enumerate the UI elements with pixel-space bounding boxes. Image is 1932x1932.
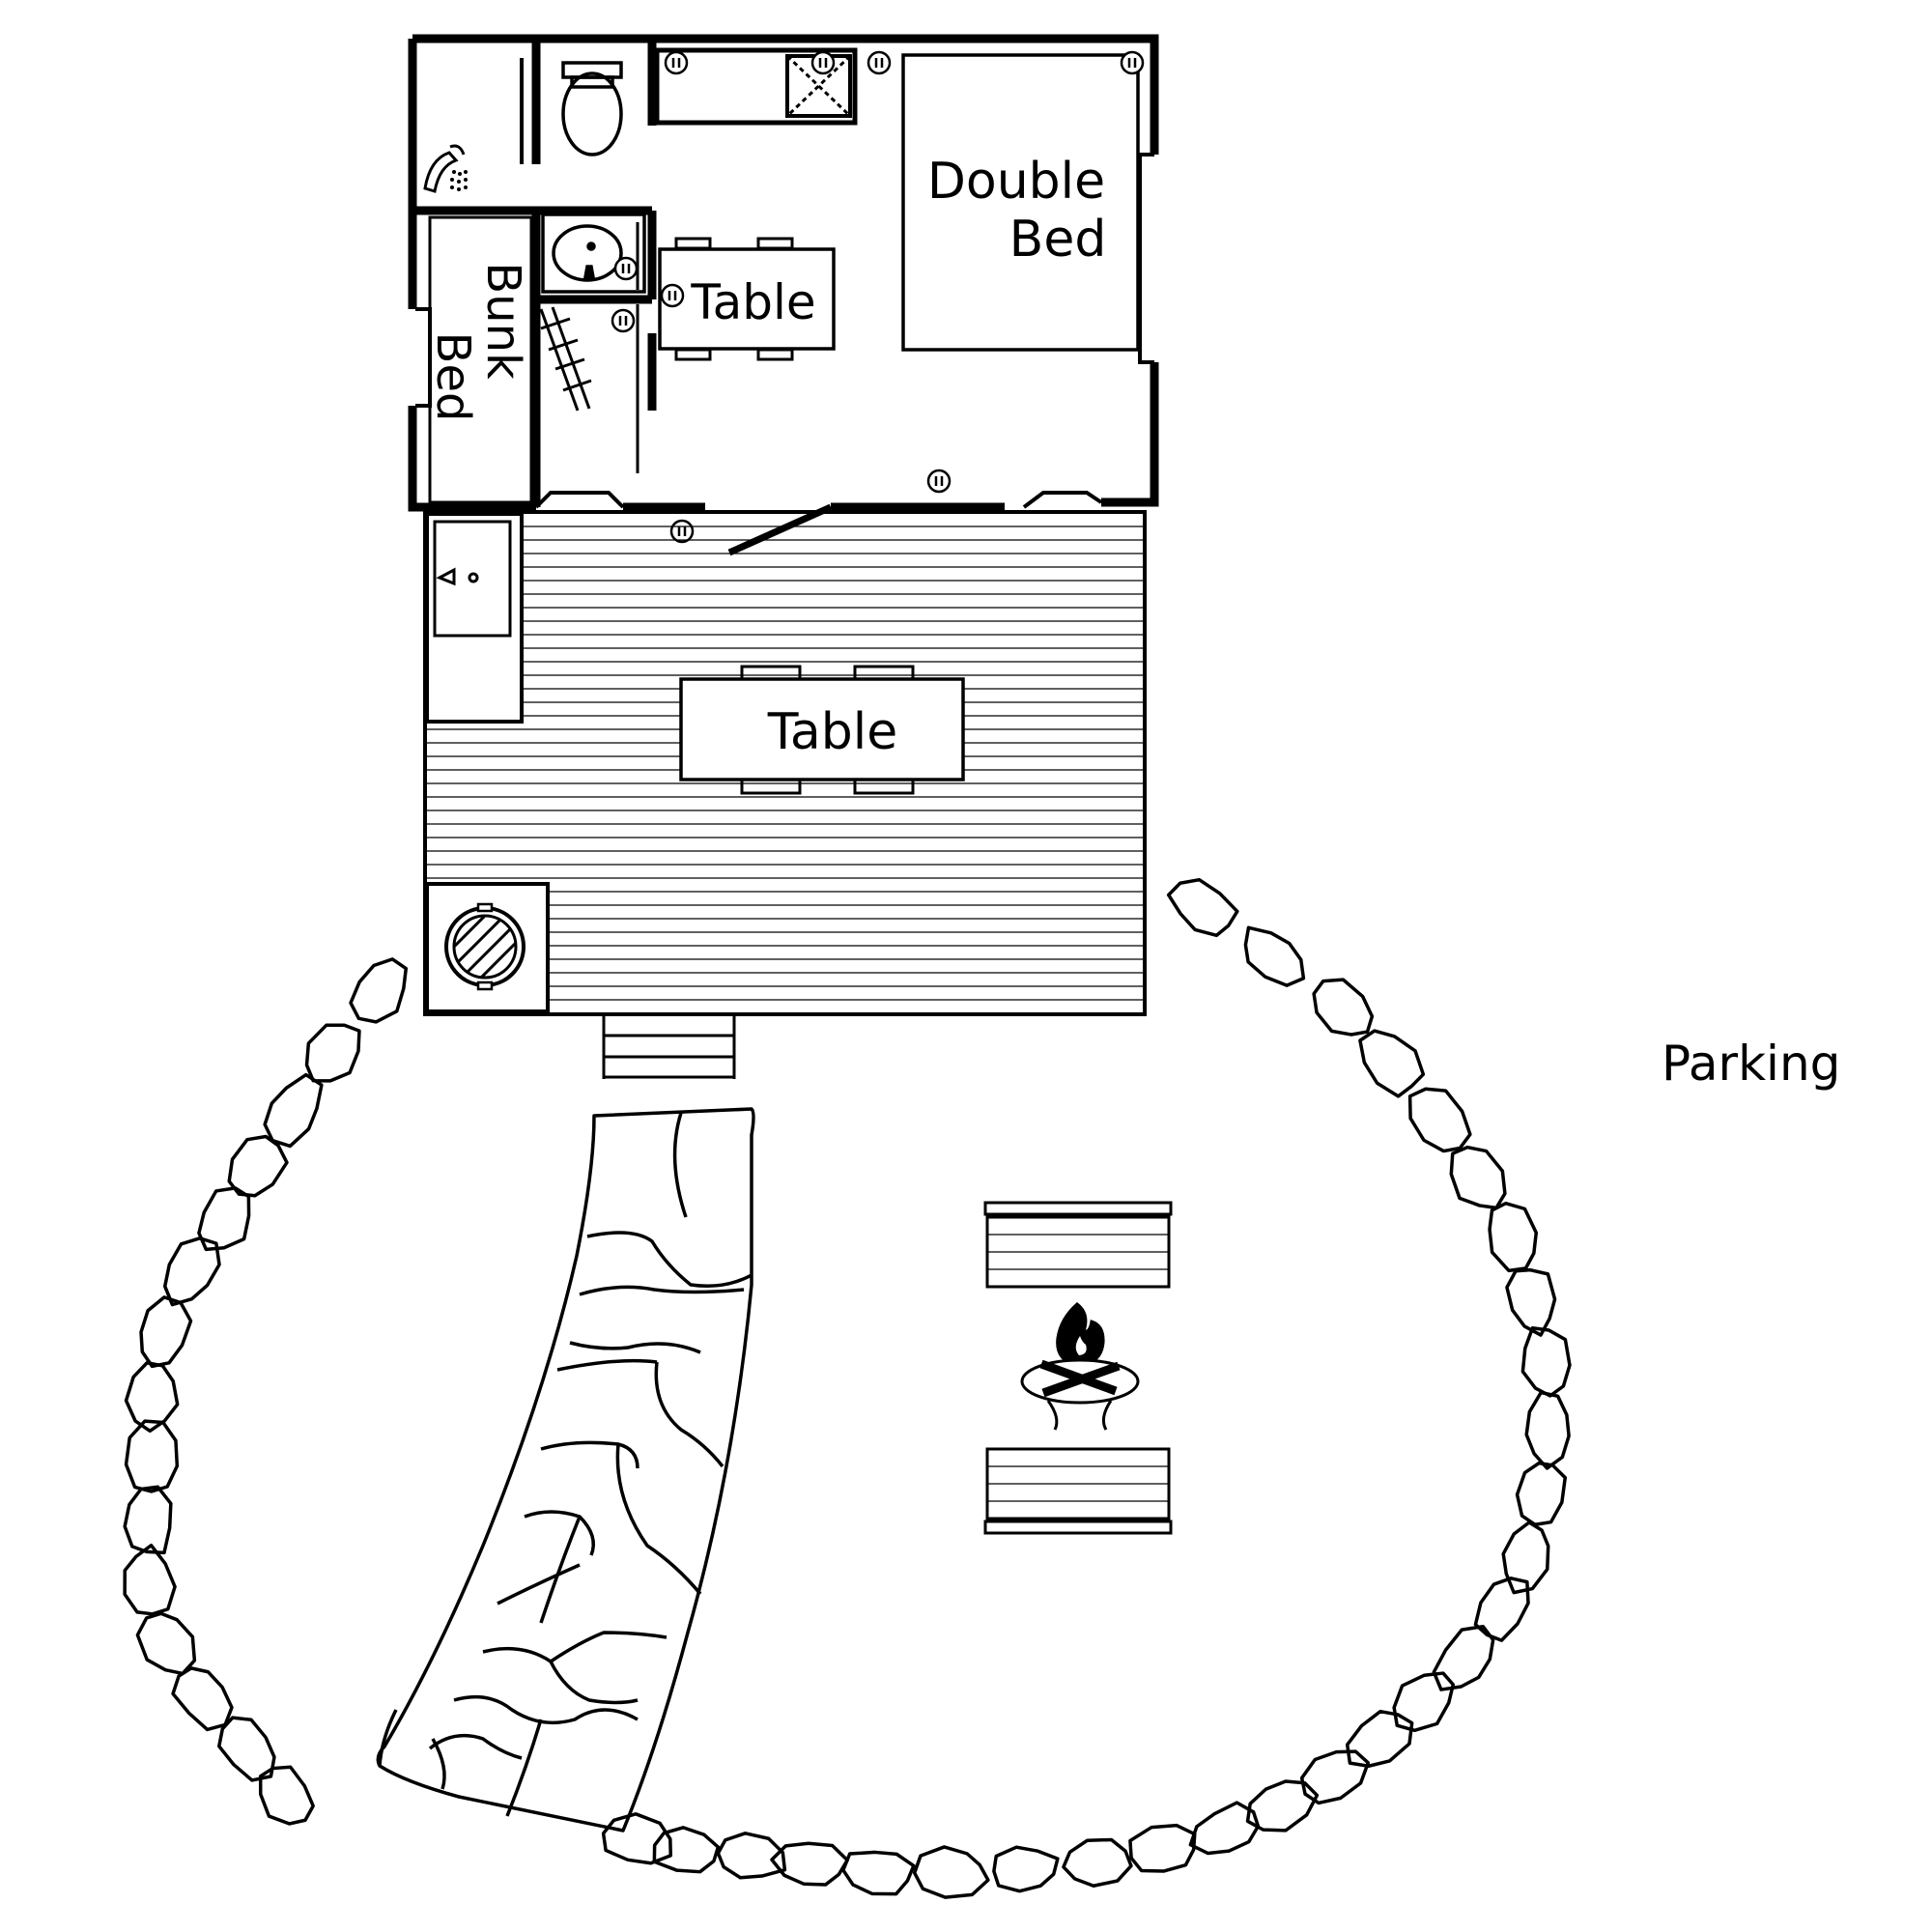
shower-head-icon [423, 144, 468, 193]
bunk-bed-label-line2: Bed [426, 332, 480, 422]
deck-steps[interactable] [602, 1014, 736, 1079]
double-bed-label-line1: Double [927, 153, 1105, 211]
border-stone [135, 1611, 197, 1676]
border-stone [139, 1295, 193, 1369]
outlet-icon [926, 469, 952, 494]
border-stone [1345, 1709, 1414, 1768]
border-stone [1505, 1267, 1557, 1337]
cabin [408, 34, 1159, 556]
border-stone [227, 1134, 289, 1198]
border-stone [1245, 1779, 1320, 1833]
border-stone [1432, 1624, 1495, 1691]
border-stone [162, 1236, 221, 1307]
border-stone [770, 1841, 849, 1887]
border-stone [171, 1666, 234, 1732]
sink-icon [541, 213, 646, 294]
border-stone [1520, 1326, 1572, 1398]
inner-table-label: Table [690, 274, 815, 330]
outlet-icon [669, 519, 695, 544]
deck-table-label: Table [767, 703, 897, 761]
double-bed-label-line2: Bed [1009, 211, 1107, 269]
fire-pit-icon [1020, 1302, 1140, 1431]
border-stone [601, 1812, 673, 1865]
border-stone [841, 1850, 916, 1896]
border-stone [1524, 1390, 1571, 1470]
deck [423, 510, 1147, 1016]
bbq-grill-icon [425, 882, 550, 1013]
fire-pit-area [983, 1201, 1173, 1535]
border-stone [1299, 1749, 1371, 1805]
parking-label: Parking [1662, 1036, 1840, 1092]
interior-walls [412, 39, 657, 507]
exterior-walls [408, 34, 1159, 512]
labels: Double Bed Table Table Parking Bunk Bed [426, 153, 1840, 1092]
kitchen-counter [654, 47, 858, 126]
stone-border [123, 877, 1572, 1899]
outlet-icon [611, 308, 636, 333]
border-stone [1166, 877, 1239, 938]
outlet-icon [664, 50, 689, 75]
deck-table [679, 665, 965, 795]
double-bed [901, 53, 1140, 352]
border-stone [1062, 1837, 1133, 1888]
entry-door[interactable] [727, 503, 833, 556]
border-stone [1515, 1461, 1568, 1527]
border-stone [1407, 1087, 1472, 1153]
outlet-icon [1120, 50, 1145, 75]
outlet-icon [867, 50, 892, 75]
stone-path [376, 1107, 755, 1833]
bench-top [983, 1201, 1173, 1289]
border-stone [1358, 1029, 1426, 1098]
border-stone [304, 1023, 361, 1083]
border-stone [1449, 1145, 1507, 1210]
border-stone [1312, 978, 1375, 1037]
border-stone [652, 1826, 721, 1874]
border-stone [197, 1186, 251, 1252]
bunk-bed [428, 215, 533, 504]
border-stone [258, 1765, 315, 1826]
border-stone [217, 1716, 276, 1782]
border-stone [1392, 1671, 1456, 1733]
border-stone [1488, 1201, 1539, 1273]
bunk-ladder [539, 306, 592, 412]
border-stone [123, 1485, 173, 1555]
bunk-bed-label-line1: Bunk [476, 262, 530, 380]
inner-table [658, 237, 836, 361]
border-stone [263, 1072, 324, 1149]
border-stone [124, 1361, 180, 1434]
border-stone [124, 1419, 180, 1493]
border-stone [912, 1845, 990, 1899]
outlet-icon [660, 283, 685, 308]
border-stone [123, 1543, 177, 1616]
border-stone [1473, 1577, 1530, 1642]
border-stone [1501, 1520, 1550, 1595]
border-stone [1128, 1823, 1197, 1873]
border-stone [1243, 925, 1306, 987]
border-stone [716, 1832, 787, 1880]
bench-bottom [983, 1447, 1173, 1535]
border-stone [349, 957, 409, 1024]
outdoor-sink [425, 512, 524, 724]
outlet-icon [613, 256, 639, 281]
toilet-icon [561, 61, 623, 156]
outlet-icon [810, 50, 836, 75]
border-stone [992, 1845, 1060, 1893]
border-stone [1188, 1801, 1261, 1856]
